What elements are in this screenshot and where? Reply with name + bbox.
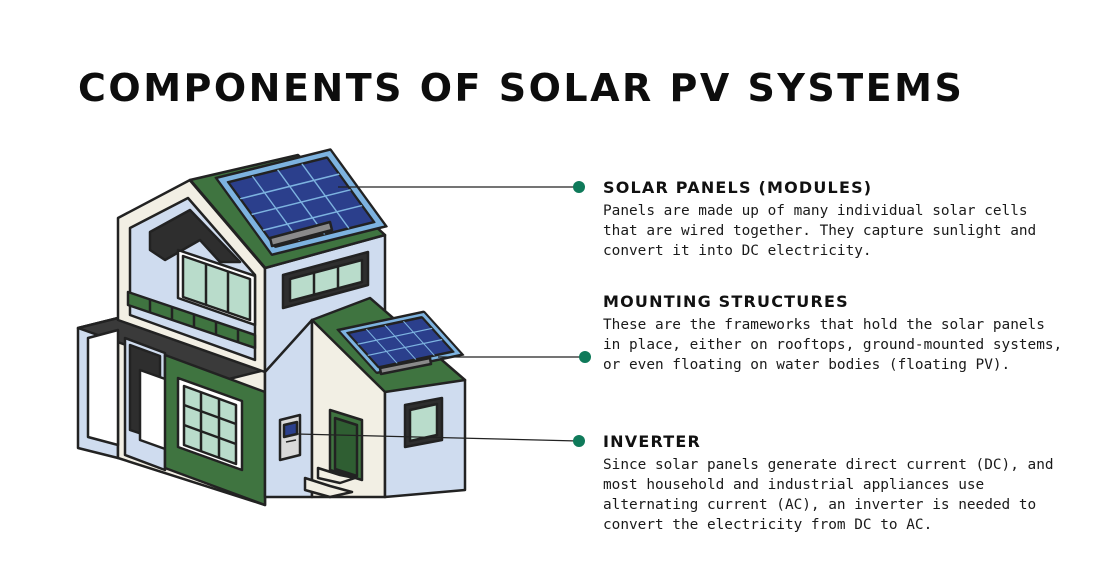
main-house-left bbox=[116, 178, 267, 374]
callout-body-solar-panels: Panels are made up of many individual so… bbox=[603, 203, 1037, 259]
callout-mounting-structures: MOUNTING STRUCTURES These are the framew… bbox=[603, 292, 1063, 375]
solar-panel-annex bbox=[336, 310, 465, 375]
page-title: COMPONENTS OF SOLAR PV SYSTEMS bbox=[78, 66, 965, 110]
callout-body-mounting-structures: These are the frameworks that hold the s… bbox=[603, 317, 1063, 373]
callout-dot-solar-panels bbox=[573, 181, 585, 193]
callout-heading-solar-panels: SOLAR PANELS (MODULES) bbox=[603, 178, 873, 197]
callout-solar-panels: SOLAR PANELS (MODULES) Panels are made u… bbox=[603, 178, 1063, 261]
inverter-unit bbox=[278, 413, 302, 462]
callout-dot-inverter bbox=[573, 435, 585, 447]
callout-heading-mounting-structures: MOUNTING STRUCTURES bbox=[603, 292, 849, 311]
callout-dot-mounting bbox=[579, 351, 591, 363]
leader-line-inverter bbox=[296, 433, 579, 442]
mounting-rail-main bbox=[268, 220, 334, 248]
callout-body-inverter: Since solar panels generate direct curre… bbox=[603, 457, 1054, 533]
solar-panel-main bbox=[214, 148, 388, 256]
left-wing bbox=[76, 316, 267, 507]
callout-heading-inverter: INVERTER bbox=[603, 432, 702, 451]
callout-inverter: INVERTER Since solar panels generate dir… bbox=[603, 432, 1063, 535]
mounting-rail-annex bbox=[378, 356, 433, 376]
